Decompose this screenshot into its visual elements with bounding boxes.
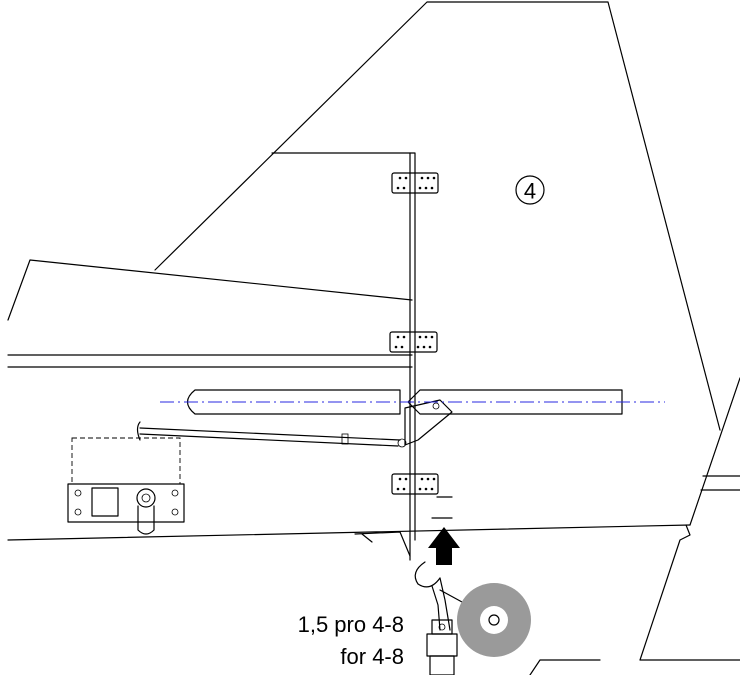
wheel-collar	[426, 619, 458, 675]
part-number-label: 4	[524, 179, 536, 204]
annotation-line-2: for 4-8	[340, 644, 404, 669]
annotation-line-1: 1,5 pro 4-8	[298, 612, 404, 637]
rudder-horn	[397, 399, 453, 448]
pushrod	[136, 421, 401, 447]
part-number-callout: 4	[515, 175, 545, 205]
horizontal-stabilizer	[7, 259, 413, 368]
vertical-fin-outline	[154, 1, 721, 431]
rudder-outline	[271, 152, 416, 541]
hinge-middle	[389, 331, 438, 353]
hinge-top	[391, 172, 439, 194]
hinge-bottom	[391, 473, 439, 495]
tail-wheel-bracket	[354, 496, 453, 561]
servo	[67, 437, 185, 535]
insertion-arrow	[428, 527, 460, 565]
aft-fuselage-structure	[529, 377, 740, 675]
fuselage-bottom-line	[7, 524, 691, 541]
tail-wheel	[457, 583, 531, 657]
